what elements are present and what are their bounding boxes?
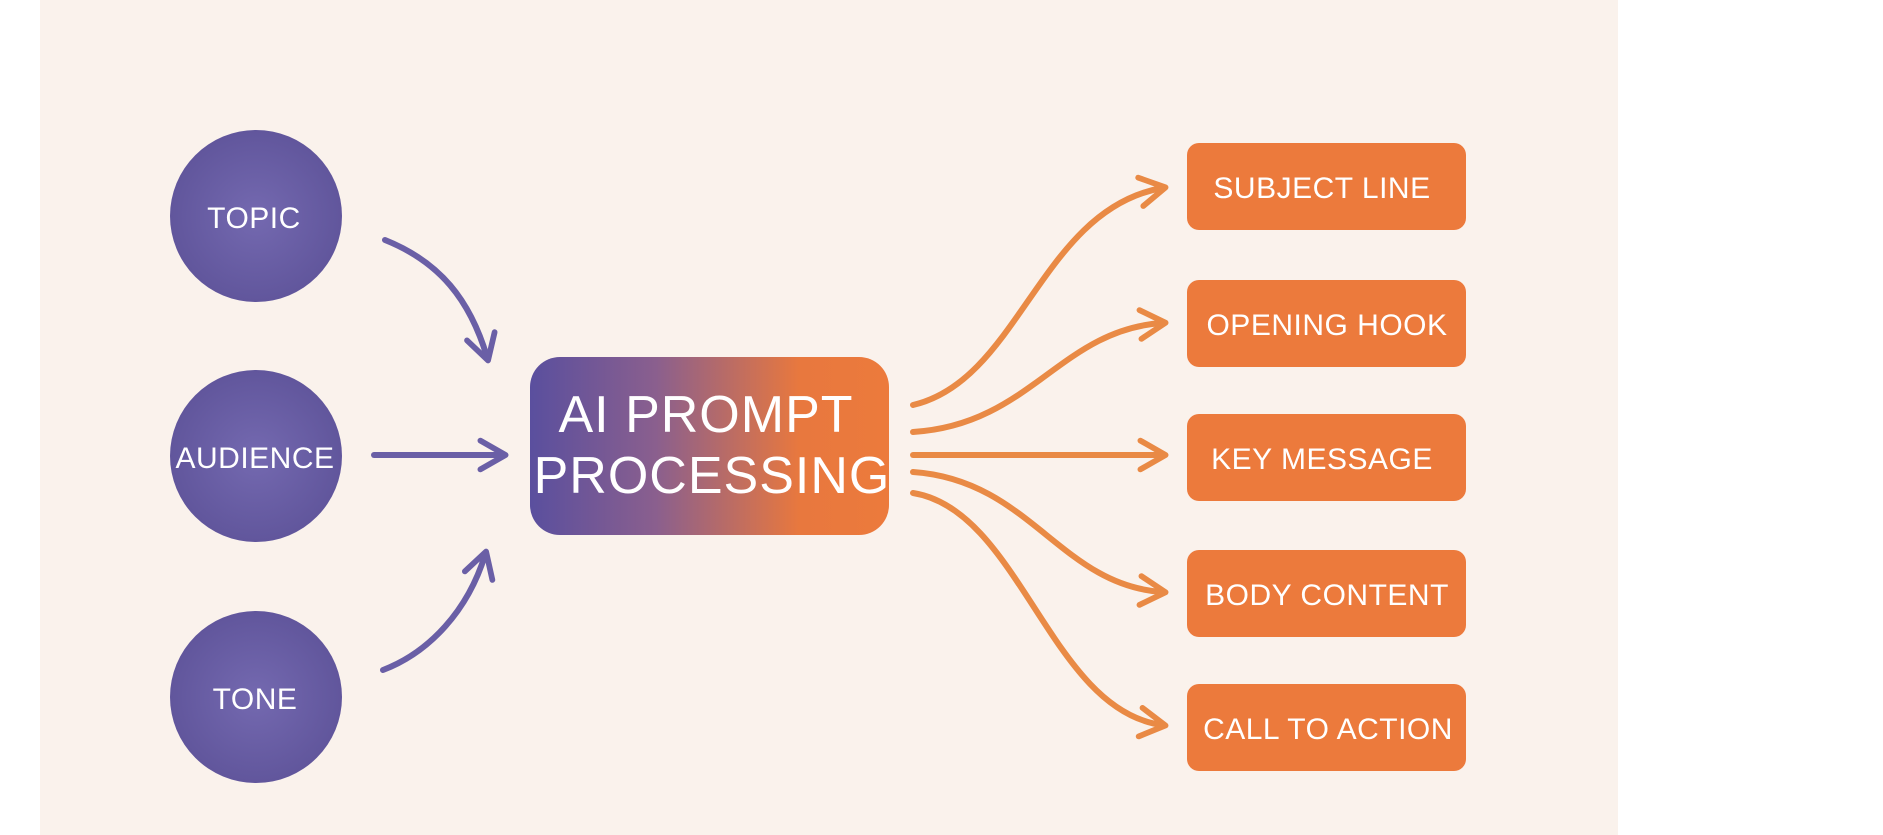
arrow-center-to-subject-line	[910, 174, 1169, 408]
center-label-line1: AI PROMPT	[558, 386, 853, 444]
output-label-key-message: KEY MESSAGE	[1211, 443, 1433, 476]
input-node-topic: TOPIC	[170, 130, 342, 302]
output-box	[1187, 550, 1466, 637]
arrow-center-to-opening-hook	[910, 307, 1169, 435]
input-label-audience: AUDIENCE	[175, 442, 334, 475]
input-circle	[170, 130, 342, 302]
input-node-audience: AUDIENCE	[170, 370, 342, 542]
output-label-call-to-action: CALL TO ACTION	[1203, 713, 1453, 746]
output-label-subject-line: SUBJECT LINE	[1213, 172, 1430, 205]
output-node-subject-line: SUBJECT LINE	[1187, 143, 1466, 230]
output-node-opening-hook: OPENING HOOK	[1187, 280, 1466, 367]
arrow-center-to-call-to-action	[910, 490, 1169, 740]
arrow-center-to-body-content	[910, 469, 1169, 608]
output-box	[1187, 143, 1466, 230]
center-label-line2: PROCESSING	[534, 447, 891, 505]
center-node: AI PROMPT PROCESSING	[530, 357, 891, 535]
output-label-opening-hook: OPENING HOOK	[1206, 309, 1447, 342]
input-circle	[170, 611, 342, 783]
input-node-tone: TONE	[170, 611, 342, 783]
output-node-call-to-action: CALL TO ACTION	[1187, 684, 1466, 771]
input-circle	[170, 370, 342, 542]
arrow-tone-to-center	[380, 548, 496, 673]
output-node-key-message: KEY MESSAGE	[1187, 414, 1466, 501]
output-box	[1187, 684, 1466, 771]
output-box	[1187, 414, 1466, 501]
output-label-body-content: BODY CONTENT	[1205, 579, 1449, 612]
arrow-topic-to-center	[382, 237, 498, 364]
output-node-body-content: BODY CONTENT	[1187, 550, 1466, 637]
center-box	[530, 357, 889, 535]
input-label-tone: TONE	[213, 683, 298, 716]
input-label-topic: TOPIC	[207, 202, 301, 235]
output-box	[1187, 280, 1466, 367]
